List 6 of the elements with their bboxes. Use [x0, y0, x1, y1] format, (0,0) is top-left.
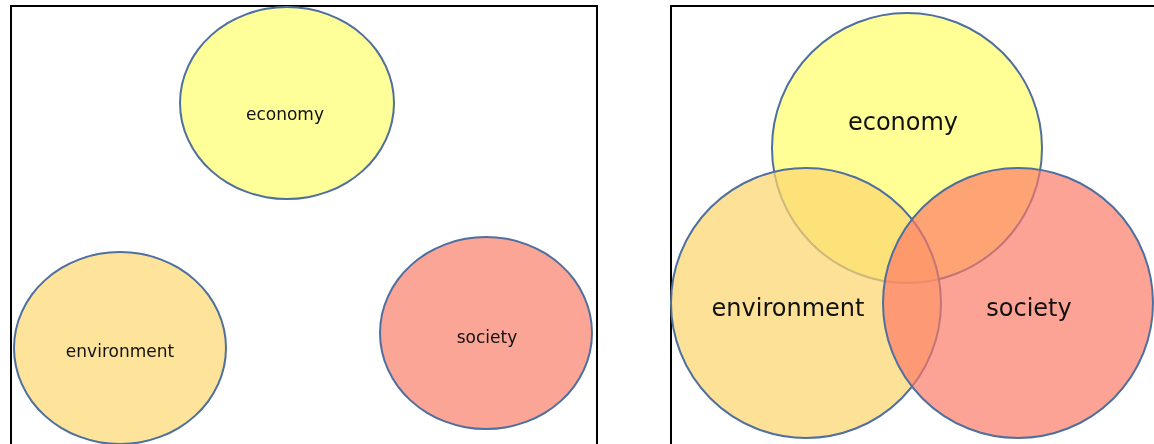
- circle-label: society: [456, 327, 518, 347]
- circle-label: economy: [847, 108, 959, 136]
- circle-label: society: [986, 294, 1072, 322]
- circle-label: environment: [711, 294, 865, 322]
- circle-label: economy: [246, 104, 324, 124]
- circle-label: environment: [65, 341, 175, 361]
